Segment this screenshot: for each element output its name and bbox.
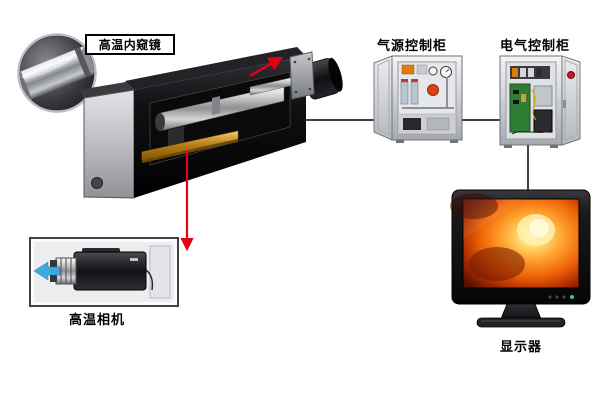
- monitor-stand-neck: [500, 303, 542, 320]
- eyepiece-cap: [155, 113, 165, 131]
- electric-cabinet-door: [561, 55, 581, 146]
- carriage-block: [168, 126, 184, 146]
- valve-knob: [427, 84, 439, 96]
- air-piping: [402, 77, 454, 109]
- furnace-shadow: [450, 193, 498, 219]
- power-unit: [533, 109, 553, 133]
- furnace-hot-core: [529, 219, 549, 237]
- breaker-module: [512, 68, 518, 77]
- camera-cable: [145, 269, 154, 291]
- black-unit: [403, 118, 421, 130]
- cabinet-foot: [550, 145, 558, 148]
- blue-direction-arrow-icon: [33, 261, 61, 281]
- breaker-module: [528, 68, 534, 77]
- filter-cap: [411, 79, 418, 83]
- camera-label-glint: [130, 258, 138, 261]
- yellow-wire: [531, 89, 537, 121]
- electrical-control-cabinet: [499, 55, 581, 148]
- electric-door-panel: [564, 59, 578, 141]
- endoscope-housing: [78, 47, 343, 199]
- emergency-button-icon: [567, 71, 575, 79]
- cylinder-ring: [212, 96, 220, 115]
- filter-cap: [401, 79, 408, 83]
- air-filter: [410, 81, 419, 105]
- screen-glare: [463, 199, 522, 240]
- cabinet-foot: [504, 145, 512, 148]
- label-electric-cabinet: 电气控制柜: [500, 38, 571, 53]
- lens-rings: [60, 258, 72, 284]
- monitor-button: [548, 295, 552, 299]
- red-pointer-to-nozzle: [249, 56, 284, 78]
- pcb-chip: [513, 90, 519, 94]
- connector-lines: [306, 119, 529, 190]
- pressure-gauge-icon: [428, 66, 438, 76]
- monitor-button: [555, 295, 559, 299]
- cabinet-foot: [450, 140, 458, 143]
- monitor: [450, 189, 591, 328]
- mounting-flange: [289, 51, 315, 100]
- silver-unit: [426, 117, 450, 131]
- endoscope-tip-photo: [17, 33, 97, 113]
- black-wire: [511, 129, 553, 135]
- pcb-component: [521, 94, 526, 102]
- furnace-dark-zone: [469, 247, 525, 281]
- housing-top: [125, 47, 306, 90]
- air-cabinet-door-panel: [377, 59, 390, 136]
- monitor-stand-base: [476, 317, 566, 328]
- label-air-cabinet: 气源控制柜: [377, 38, 448, 53]
- camera-mount-part: [149, 245, 171, 299]
- breaker-module: [520, 68, 526, 77]
- base-highlight: [481, 320, 561, 322]
- gauge-needle: [445, 68, 450, 73]
- relay-unit: [533, 85, 553, 107]
- pcb-chip: [513, 100, 519, 104]
- breaker-module: [536, 68, 542, 77]
- housing-knob: [91, 177, 103, 189]
- housing-cutaway: [141, 71, 291, 166]
- label-camera: 高温相机: [69, 312, 126, 327]
- guide-rail-shadow: [142, 139, 238, 163]
- housing-top-left: [78, 82, 134, 98]
- air-control-cabinet: [373, 55, 463, 143]
- camera-body: [73, 251, 147, 291]
- camera-photo-box: [29, 237, 179, 307]
- label-endoscope-text: 高温内窥镜: [98, 38, 162, 52]
- gray-module: [416, 64, 428, 75]
- air-filter: [400, 81, 409, 105]
- orange-module: [401, 64, 415, 75]
- door-latch: [563, 100, 566, 108]
- monitor-button: [562, 295, 566, 299]
- label-endoscope: 高温内窥镜: [85, 34, 175, 55]
- power-led: [570, 295, 574, 299]
- cabinet-foot: [396, 140, 404, 143]
- label-monitor: 显示器: [500, 339, 543, 354]
